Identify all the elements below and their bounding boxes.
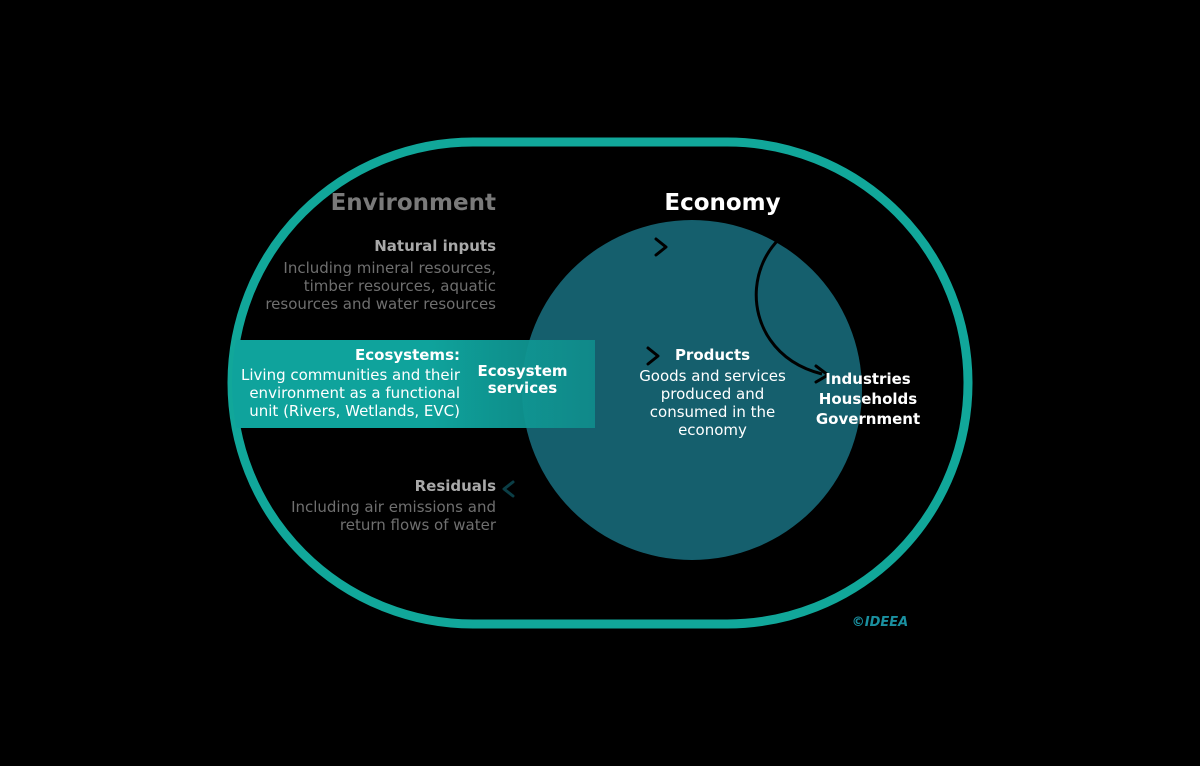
products-heading: Products	[674, 346, 751, 364]
residuals-description: Including air emissions and return flows…	[291, 498, 496, 534]
agent-households: Households	[818, 390, 918, 408]
agent-industries: Industries	[825, 370, 911, 388]
agent-government: Government	[815, 410, 921, 428]
natural-inputs-arrowhead	[654, 237, 668, 257]
economy-title: Economy	[664, 190, 781, 216]
economy-circle	[522, 220, 862, 560]
economic-agents: Industries Households Government	[805, 369, 931, 429]
environment-title: Environment	[330, 190, 496, 216]
ecosystem-services-arrowhead	[646, 346, 660, 366]
copyright-mark: ©IDEEA	[851, 615, 909, 630]
circular-flow-arrowhead	[814, 364, 830, 384]
natural-inputs-description: Including mineral resources, timber reso…	[265, 259, 496, 313]
ecosystems-description: Living communities and their environment…	[241, 366, 460, 420]
ecosystem-services-label: Ecosystem services	[477, 362, 568, 397]
natural-inputs-heading: Natural inputs	[374, 237, 496, 255]
products-description: Goods and services produced and consumed…	[639, 367, 786, 439]
residuals-heading: Residuals	[414, 477, 496, 495]
circular-flow-arrow	[754, 213, 836, 376]
ecosystems-heading: Ecosystems:	[355, 346, 460, 364]
residuals-arrowhead	[502, 480, 515, 498]
